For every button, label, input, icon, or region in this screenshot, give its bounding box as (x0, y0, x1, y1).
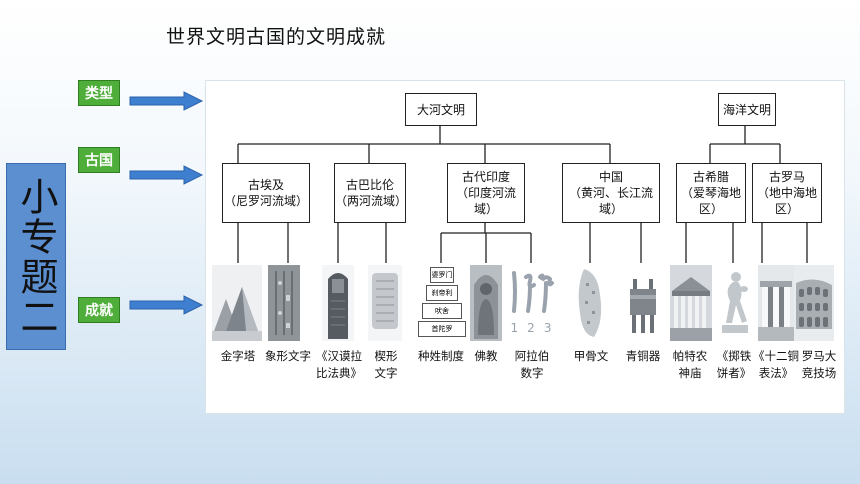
caption-line: 楔形 (374, 349, 398, 363)
country-name: 中国 (598, 170, 623, 184)
achievement-caption: 楔形 文字 (364, 348, 408, 382)
page-title: 世界文明古国的文明成就 (166, 26, 387, 48)
achievement-caption: 青铜器 (622, 348, 664, 365)
oracle-bone-icon (574, 265, 608, 341)
caste-level: 刹帝利 (426, 285, 458, 301)
hieroglyph-icon (268, 265, 300, 341)
caption-line: 《十二铜 (753, 349, 799, 363)
side-title-box: 小专题二 (6, 163, 66, 350)
arabic-numerals-icon (512, 271, 554, 313)
achievement-caption: 佛教 (468, 348, 504, 365)
caption-line: 金字塔 (220, 349, 256, 363)
caption-line: 竞技场 (801, 366, 837, 380)
tables-icon (758, 265, 794, 341)
caption-line: 表法》 (758, 366, 794, 380)
country-box-rome: 古罗马 （地中海地区） (752, 163, 822, 223)
buddha-icon (470, 265, 502, 341)
numerals-icon: 1 2 3 (506, 265, 556, 341)
achievement-caption: 《汉谟拉 比法典》 (312, 348, 366, 382)
country-region: （印度河流域） (455, 186, 516, 216)
tag-type: 类型 (78, 80, 120, 106)
type-box-river: 大河文明 (405, 93, 477, 126)
caption-line: 帕特农 (672, 349, 708, 363)
caption-line: 比法典》 (316, 366, 362, 380)
caption-line: 《汉谟拉 (316, 349, 362, 363)
caste-pyramid-icon: 婆罗门 刹帝利 吠舍 首陀罗 (418, 265, 466, 343)
numeral-digit: 1 (510, 321, 519, 335)
type-label: 海洋文明 (722, 102, 771, 117)
achievement-caption: 《掷铁 饼者》 (712, 348, 756, 382)
achievement-caption: 种姓制度 (412, 348, 470, 365)
type-label: 大河文明 (416, 102, 465, 117)
numeral-digit: 3 (543, 321, 552, 335)
caption-line: 《掷铁 (716, 349, 752, 363)
caption-line: 数字 (520, 366, 544, 380)
caption-line: 阿拉伯 (514, 349, 550, 363)
arrow-right-icon (129, 165, 204, 185)
arrow-right-icon (129, 91, 204, 111)
achievement-caption: 《十二铜 表法》 (752, 348, 800, 382)
pyramid-icon (212, 265, 262, 341)
connector-lines (237, 126, 808, 263)
tag-achievement: 成就 (78, 297, 120, 323)
caption-line: 甲骨文 (573, 349, 609, 363)
country-name: 古罗马 (768, 170, 805, 184)
caption-line: 象形文字 (265, 349, 311, 363)
country-box-babylon: 古巴比伦 （两河流域） (334, 163, 408, 223)
caste-level: 吠舍 (422, 303, 462, 319)
side-title-text: 小专题二 (14, 176, 58, 337)
country-box-india: 古代印度 （印度河流域） (447, 163, 525, 223)
country-region: （黄河、长江流域） (568, 186, 653, 216)
country-region: （两河流域） (335, 194, 408, 208)
achievement-caption: 金字塔 (214, 348, 262, 365)
caption-line: 佛教 (474, 349, 498, 363)
caste-level: 婆罗门 (430, 267, 454, 283)
caption-line: 神庙 (678, 366, 702, 380)
bronze-ding-icon (626, 265, 660, 341)
tag-country: 古国 (78, 147, 120, 173)
caption-line: 青铜器 (625, 349, 661, 363)
achievement-caption: 罗马大 竞技场 (798, 348, 840, 382)
country-box-egypt: 古埃及 （尼罗河流域） (222, 163, 310, 223)
country-name: 古代印度 (461, 170, 510, 184)
caption-line: 文字 (374, 366, 398, 380)
achievement-caption: 阿拉伯 数字 (508, 348, 556, 382)
country-box-china: 中国 （黄河、长江流域） (562, 163, 660, 223)
numeral-digit: 2 (527, 321, 535, 335)
country-region: （地中海地区） (756, 186, 817, 216)
diagram-panel: 大河文明 海洋文明 古埃及 （尼罗河流域） 古巴比伦 （两河流域） 古代印度 （… (205, 80, 845, 414)
country-box-greece: 古希腊 （爱琴海地区） (676, 163, 746, 223)
achievement-caption: 帕特农 神庙 (668, 348, 712, 382)
country-name: 古巴比伦 (345, 178, 394, 192)
country-region: （尼罗河流域） (223, 194, 308, 208)
country-name: 古希腊 (692, 170, 729, 184)
tablet-icon (368, 265, 402, 341)
achievement-caption: 象形文字 (262, 348, 314, 365)
country-name: 古埃及 (247, 178, 284, 192)
achievement-caption: 甲骨文 (570, 348, 612, 365)
arrow-right-icon (129, 295, 204, 315)
caption-line: 罗马大 (801, 349, 837, 363)
caste-level: 首陀罗 (418, 321, 466, 337)
colosseum-icon (794, 265, 834, 341)
caption-line: 种姓制度 (418, 349, 464, 363)
country-region: （爱琴海地区） (680, 186, 741, 216)
discus-thrower-icon (716, 265, 752, 341)
type-box-ocean: 海洋文明 (718, 93, 776, 126)
caption-line: 饼者》 (716, 366, 752, 380)
parthenon-icon (670, 265, 712, 341)
stele-icon (322, 265, 354, 341)
